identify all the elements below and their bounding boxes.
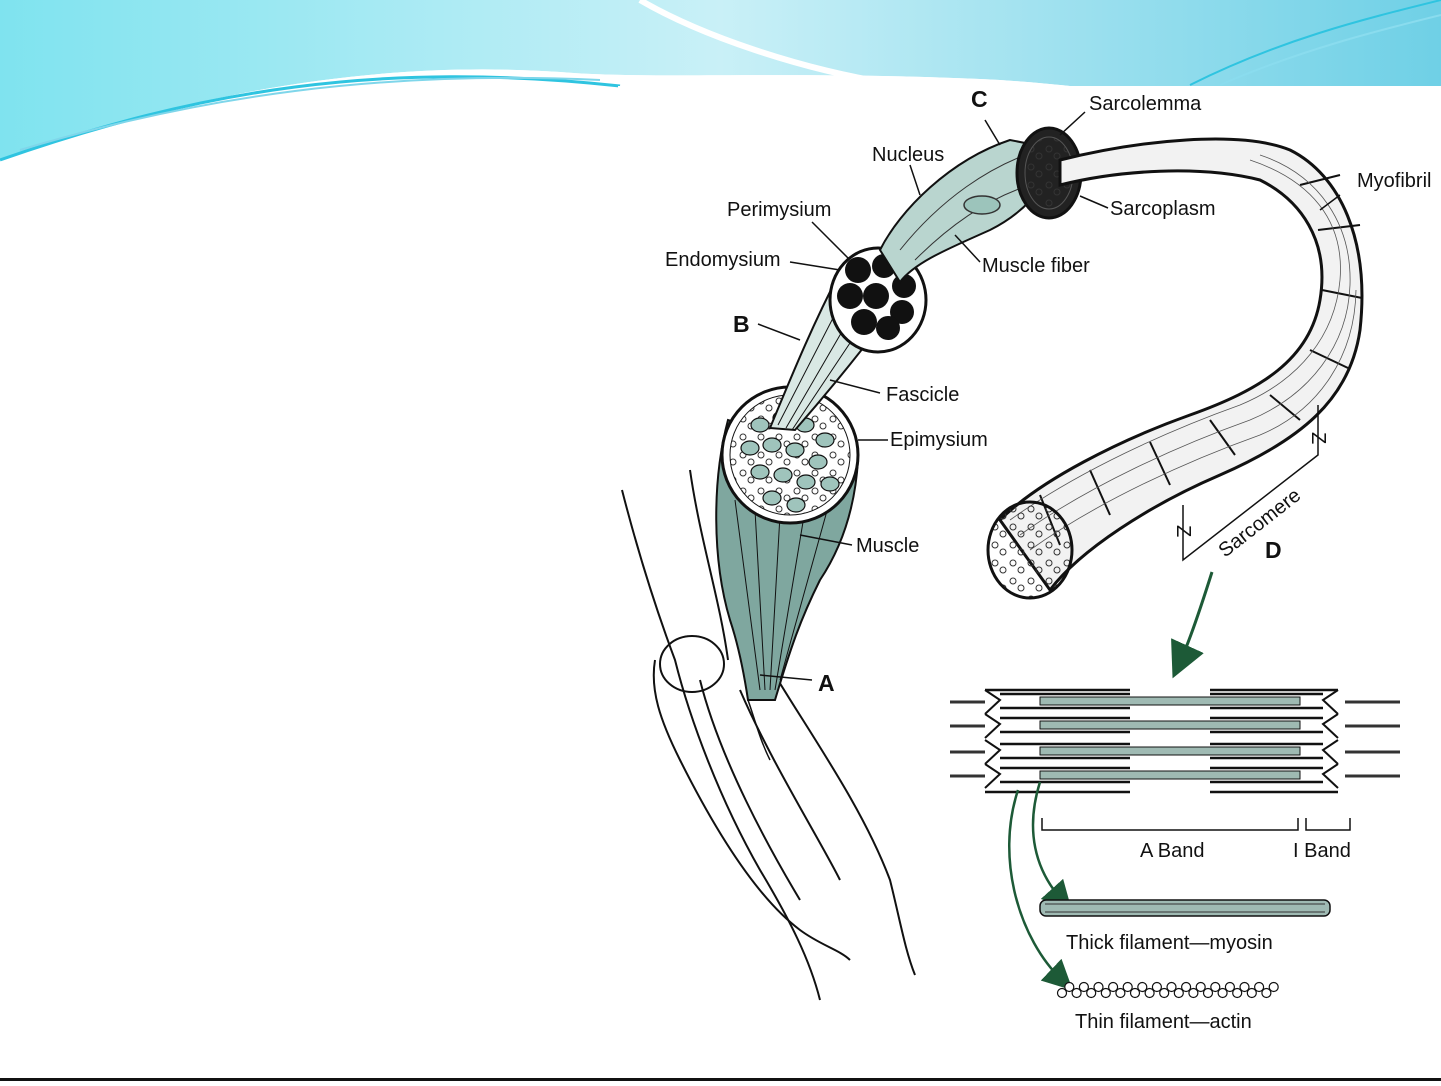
- label-z-top: Z: [1307, 432, 1329, 444]
- label-muscle-fiber: Muscle fiber: [982, 255, 1090, 277]
- label-sarcolemma: Sarcolemma: [1089, 93, 1202, 115]
- label-endomysium: Endomysium: [665, 249, 781, 271]
- label-i-band: I Band: [1293, 840, 1351, 862]
- label-c: C: [971, 86, 988, 112]
- label-a: A: [818, 670, 835, 696]
- label-sarcoplasm: Sarcoplasm: [1110, 198, 1216, 220]
- label-thin-filament: Thin filament—actin: [1075, 1011, 1252, 1033]
- label-muscle: Muscle: [856, 535, 919, 557]
- label-nucleus: Nucleus: [872, 144, 944, 166]
- label-d: D: [1265, 537, 1282, 563]
- label-perimysium: Perimysium: [727, 199, 831, 221]
- thick-filament: [1040, 900, 1330, 916]
- label-fascicle: Fascicle: [886, 384, 959, 406]
- label-thick-filament: Thick filament—myosin: [1066, 932, 1273, 954]
- label-b: B: [733, 311, 750, 337]
- label-a-band: A Band: [1140, 840, 1205, 862]
- actin-bead: [1269, 983, 1278, 992]
- label-epimysium: Epimysium: [890, 429, 988, 451]
- label-myofibril: Myofibril: [1357, 170, 1431, 192]
- label-z-bottom: Z: [1172, 525, 1194, 537]
